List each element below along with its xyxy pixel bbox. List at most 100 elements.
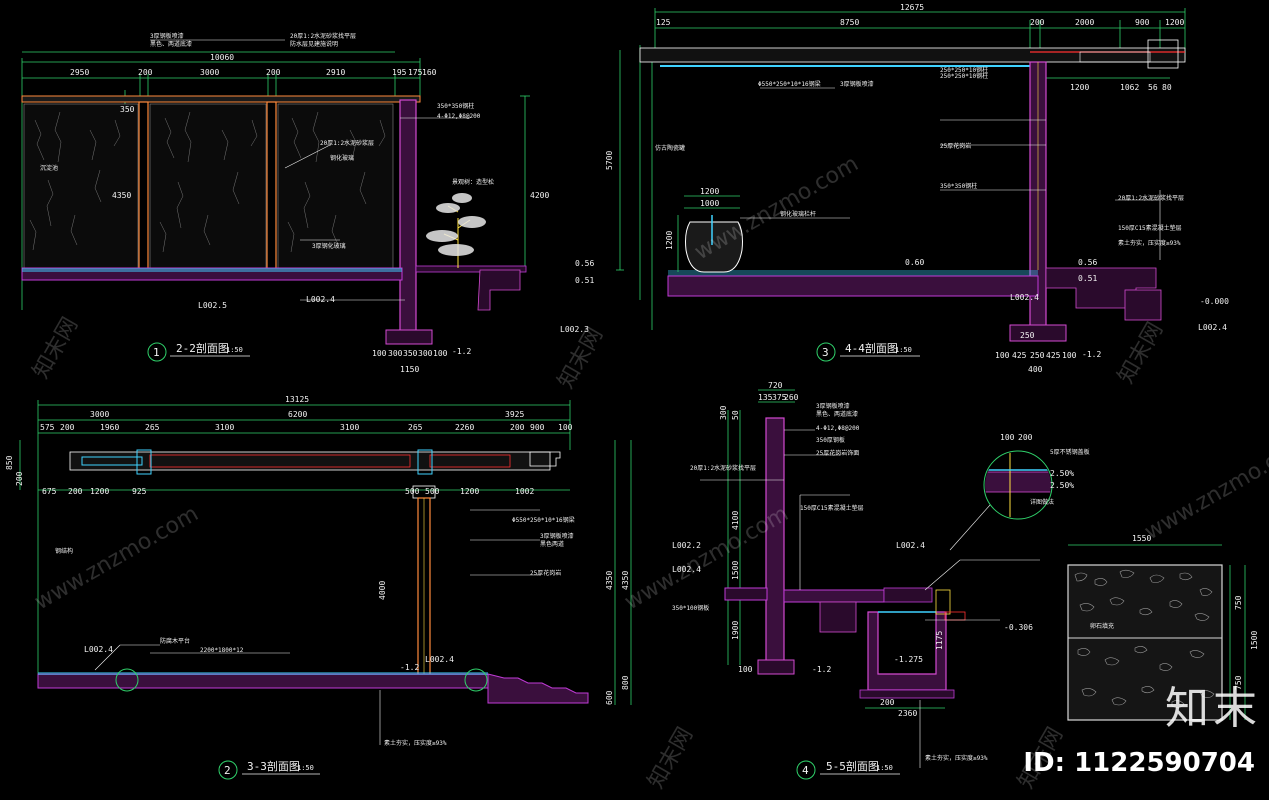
section-number: 3 — [822, 346, 829, 359]
annotation: 3厚钢板喷漆 — [840, 80, 874, 88]
dim-label: 1200 — [1070, 83, 1089, 92]
annotation: 20厚1:2水泥砂浆找平层 — [690, 464, 756, 472]
height-label: 250 — [1020, 331, 1035, 340]
dim-label: 160 — [422, 68, 437, 77]
dim-label: 200 — [68, 487, 83, 496]
annotation: 3厚钢板喷漆 — [150, 32, 184, 40]
dim-label: 260 — [784, 393, 799, 402]
dim-label: 1200 — [1165, 18, 1184, 27]
dim-label: 100 — [558, 423, 573, 432]
annotation: 350厚钢板 — [816, 436, 845, 444]
dim-label: 400 — [1028, 365, 1043, 374]
dim-label: 2000 — [1075, 18, 1094, 27]
index-tag: L002.4 — [672, 565, 701, 574]
height-label: 5700 — [605, 151, 614, 170]
dim-label: 100 — [995, 351, 1010, 360]
annotation: Φ550*250*10*16钢梁 — [758, 80, 821, 88]
dim-label: 375 — [772, 393, 787, 402]
dim-label: 750 — [1234, 595, 1243, 610]
elevation-label: -0.000 — [1200, 297, 1229, 306]
annotation: 黑色、两道底漆 — [150, 40, 192, 48]
index-tag: L002.4 — [425, 655, 454, 664]
dim-label: 500 — [425, 487, 440, 496]
index-tag: L002.4 — [306, 295, 335, 304]
dim-label: 300 — [388, 349, 403, 358]
index-tag: L002.4 — [84, 645, 113, 654]
height-label: 800 — [621, 675, 630, 690]
dim-label: 575 — [40, 423, 55, 432]
annotation: 20厚1:2水泥砂浆找平层 — [290, 32, 356, 40]
annotation: 350*100钢板 — [672, 604, 709, 612]
section-5-5: 720 135 375 260 2360 200 50 300 4100 150… — [672, 381, 1040, 780]
dim-label: 50 — [731, 410, 740, 420]
annotation: 景观树：造型松 — [452, 178, 494, 186]
annotation: 4-Φ12,Φ8@200 — [816, 425, 860, 432]
annotation: 25厚花岗岩 — [530, 569, 561, 577]
dim-label: 1960 — [100, 423, 119, 432]
dim-label: 1550 — [1132, 534, 1151, 543]
dim-label: 10060 — [210, 53, 234, 62]
dim-label: 200 — [510, 423, 525, 432]
dim-label: 265 — [408, 423, 423, 432]
dim-label: 200 — [880, 698, 895, 707]
vase-icon — [685, 215, 743, 273]
height-label: 850 — [5, 455, 14, 470]
dim-label: 100 — [1000, 433, 1015, 442]
annotation: 卵石填充 — [1090, 622, 1114, 630]
dim-label: 300 — [719, 405, 728, 420]
annotation: 250*250*10钢柱 — [940, 66, 988, 74]
dim-label: 1062 — [1120, 83, 1139, 92]
dim-label: 425 — [1012, 351, 1027, 360]
dim-label: 350 — [403, 349, 418, 358]
brand-logo: 知末 — [1165, 683, 1261, 734]
dim-label: 900 — [530, 423, 545, 432]
section-4-4: 12675 125 8750 200 2000 900 1200 250*250… — [605, 3, 1229, 374]
dim-label: 200 — [266, 68, 281, 77]
annotation: 沉淀池 — [40, 164, 58, 172]
index-tag: L002.5 — [198, 301, 227, 310]
dim-label: 675 — [42, 487, 57, 496]
dim-label: 2260 — [455, 423, 474, 432]
section-scale: 1:50 — [226, 346, 243, 354]
elevation-label: -1.2 — [1082, 350, 1101, 359]
height-label: 4100 — [731, 511, 740, 530]
annotation: 350*350钢柱 — [940, 182, 977, 190]
dim-label: 1200 — [90, 487, 109, 496]
dim-label: 100 — [372, 349, 387, 358]
dim-label: 2360 — [898, 709, 917, 718]
dim-label: 195 — [392, 68, 407, 77]
height-label: 1200 — [700, 187, 719, 196]
dim-label: 125 — [656, 18, 671, 27]
section-title: 5-5剖面图 — [826, 759, 879, 773]
dim-label: 500 — [405, 487, 420, 496]
dim-label: 925 — [132, 487, 147, 496]
section-title: 3-3剖面图 — [247, 759, 300, 773]
dim-label: 3000 — [200, 68, 219, 77]
section-scale: 1:50 — [876, 764, 893, 772]
annotation: 3厚钢化玻璃 — [312, 242, 346, 250]
section-number: 1 — [153, 346, 160, 359]
section-scale: 1:50 — [895, 346, 912, 354]
dim-label: 900 — [1135, 18, 1150, 27]
dim-label: 3100 — [340, 423, 359, 432]
id-label: ID: 1122590704 — [1023, 748, 1255, 778]
dim-label: 200 — [60, 423, 75, 432]
elevation-label: -1.2 — [812, 665, 831, 674]
dim-label: 2950 — [70, 68, 89, 77]
annotation: 素土夯实，压实度≥93% — [384, 739, 447, 747]
annotation: 3厚钢板喷漆 — [540, 532, 574, 540]
dim-label: 2.50% — [1050, 469, 1074, 478]
index-tag: L002.4 — [896, 541, 925, 550]
dim-label: 56 — [1148, 83, 1158, 92]
dim-label: 1150 — [400, 365, 419, 374]
dim-label: 2.50% — [1050, 481, 1074, 490]
dim-label: 265 — [145, 423, 160, 432]
section-number: 2 — [224, 764, 231, 777]
dim-label: 720 — [768, 381, 783, 390]
elevation-label: -1.2 — [400, 663, 419, 672]
annotation: 防腐木平台 — [160, 637, 190, 645]
index-tag: L002.3 — [560, 325, 589, 334]
dim-label: 300 — [418, 349, 433, 358]
annotation: 仿古陶瓷罐 — [655, 144, 685, 152]
